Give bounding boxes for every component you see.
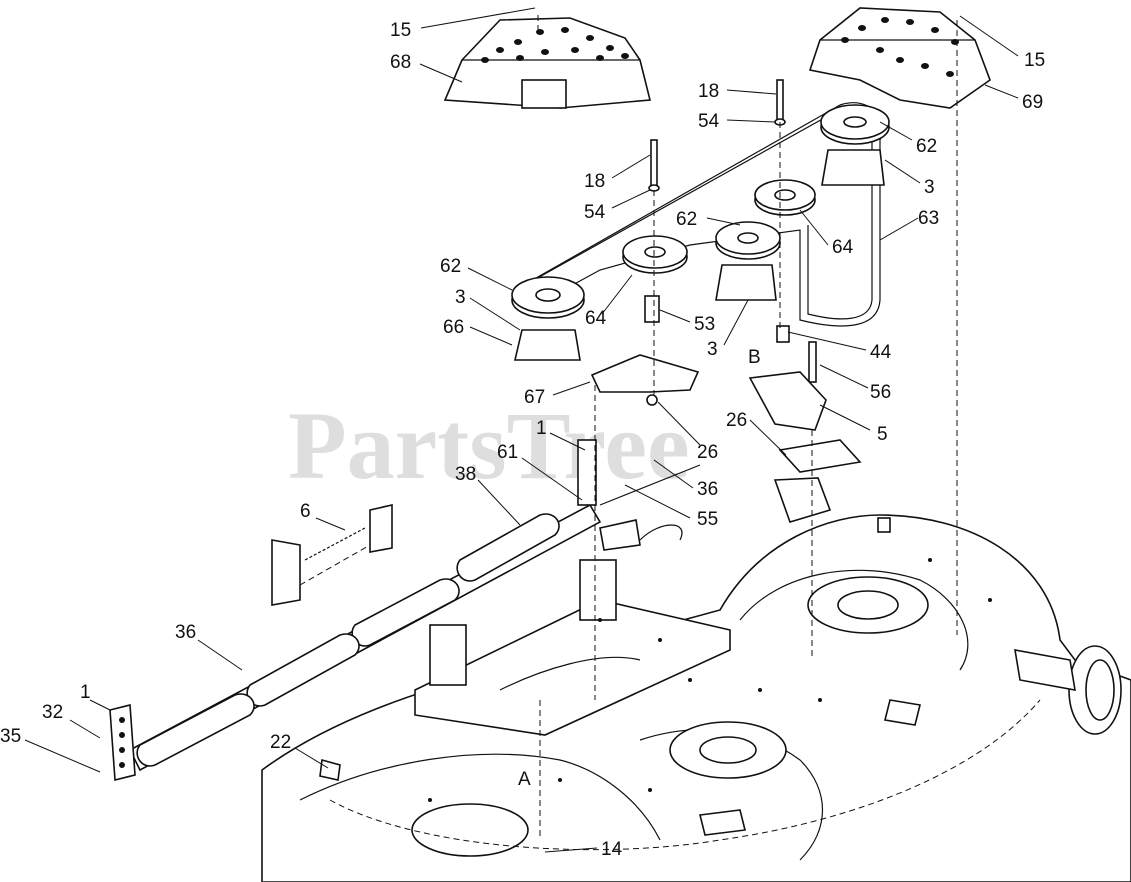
spindle-assembly-right [820, 104, 890, 186]
callout-61: 61 [497, 442, 518, 463]
callout-1: 1 [536, 418, 547, 439]
callout-55: 55 [697, 509, 718, 530]
idler-pulley-center [622, 235, 688, 274]
reference-letters: A B [518, 347, 761, 790]
belt-shield-right [808, 7, 991, 109]
roller-assembly [128, 439, 701, 772]
callout-63: 63 [918, 208, 939, 229]
callout-64: 64 [585, 308, 607, 329]
callout-14: 14 [601, 839, 623, 860]
spring-assembly [271, 503, 393, 606]
callout-67: 67 [524, 387, 545, 408]
callout-6: 6 [300, 501, 311, 522]
reference-letter-a: A [518, 769, 531, 790]
height-adjust-bracket [109, 703, 136, 782]
callout-66: 66 [443, 317, 464, 338]
alignment-lines [537, 15, 958, 840]
callout-18: 18 [698, 81, 719, 102]
callout-22: 22 [270, 732, 291, 753]
idler-pulley-right [754, 179, 816, 216]
callout-62: 62 [916, 136, 937, 157]
callout-53: 53 [694, 314, 715, 335]
callout-56: 56 [870, 382, 891, 403]
callout-36: 36 [697, 479, 718, 500]
reference-letter-b: B [748, 347, 761, 368]
callout-15: 15 [1024, 50, 1045, 71]
deck-lift-hanger [319, 519, 683, 781]
spindle-assembly-center [715, 221, 781, 301]
callout-36: 36 [175, 622, 196, 643]
callout-1: 1 [80, 682, 91, 703]
watermark: PartsTree [288, 392, 690, 499]
deck-wheel [1014, 645, 1122, 735]
callout-69: 69 [1022, 92, 1043, 113]
callout-26: 26 [726, 410, 747, 431]
belt-shield-left [443, 17, 652, 109]
callout-62: 62 [440, 256, 461, 277]
spindle-assembly-left [511, 276, 585, 361]
callout-32: 32 [42, 702, 63, 723]
callout-18: 18 [584, 171, 605, 192]
callout-5: 5 [877, 424, 888, 445]
callout-15: 15 [390, 20, 411, 41]
hardware [590, 79, 891, 533]
callout-38: 38 [455, 464, 476, 485]
callout-35: 35 [0, 726, 21, 747]
callout-54: 54 [584, 202, 606, 223]
callout-68: 68 [390, 52, 411, 73]
callout-3: 3 [707, 339, 718, 360]
part-callouts: 15 68 15 69 18 54 62 3 63 18 54 62 64 62… [0, 20, 1045, 860]
leader-lines [24, 7, 1019, 853]
callout-26: 26 [697, 442, 718, 463]
callout-3: 3 [924, 177, 935, 198]
callout-62: 62 [676, 209, 697, 230]
callout-64: 64 [832, 237, 854, 258]
callout-54: 54 [698, 111, 720, 132]
callout-3: 3 [455, 287, 466, 308]
callout-44: 44 [870, 342, 892, 363]
mower-deck [261, 514, 1131, 882]
